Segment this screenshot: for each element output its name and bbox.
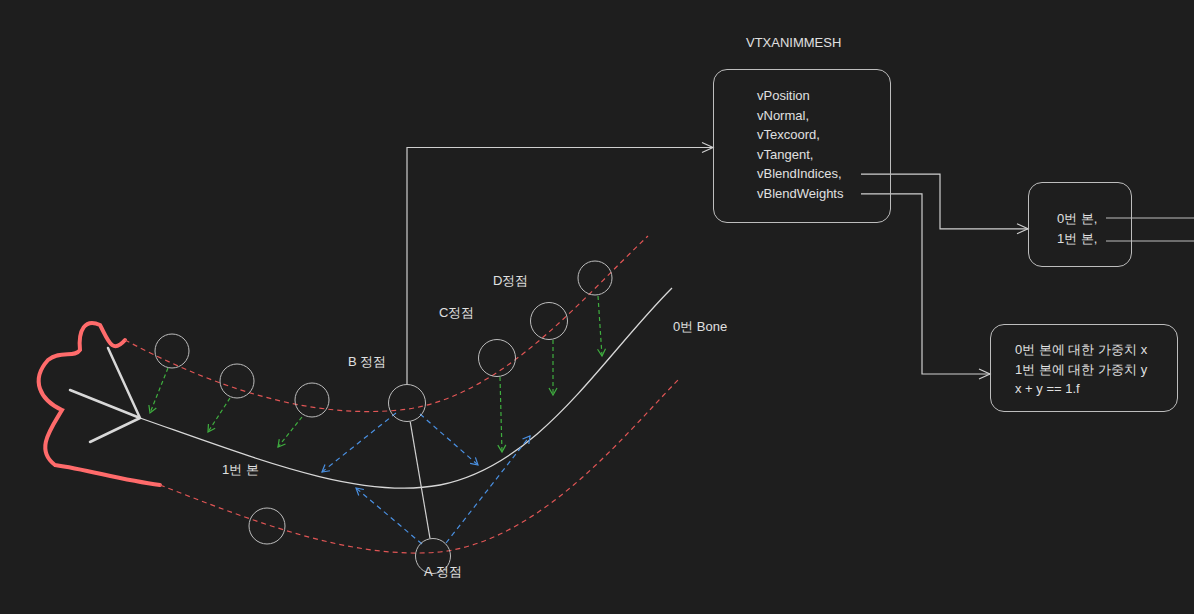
skin-lower xyxy=(160,380,678,553)
outgoing-lines xyxy=(1106,218,1194,241)
vertex-label: C정점 xyxy=(439,304,474,322)
field-text: vTangent, xyxy=(757,145,890,165)
green-arrows xyxy=(150,296,602,452)
field-text: x + y == 1.f xyxy=(1015,379,1177,399)
connector xyxy=(861,174,1028,229)
index-box: 0번 본,1번 본, xyxy=(1028,182,1132,267)
field-text: vTexcoord, xyxy=(757,125,890,145)
vertex-circle: A 정점 xyxy=(415,538,451,574)
bone-label: 0번 Bone xyxy=(673,318,727,336)
vertex-label: B 정점 xyxy=(348,353,386,371)
vertex-circles xyxy=(155,261,612,544)
blue-arrows xyxy=(322,413,530,544)
field-text: 0번 본, xyxy=(1057,209,1131,229)
field-text: vPosition xyxy=(757,86,890,106)
connector xyxy=(407,148,713,385)
bone-label: 1번 본 xyxy=(222,461,259,479)
vertex-circle: B 정점 xyxy=(388,384,426,422)
bone-line xyxy=(140,288,672,488)
field-text: 1번 본, xyxy=(1057,229,1131,249)
connector xyxy=(861,194,990,374)
hand-arrow xyxy=(70,348,140,442)
connector xyxy=(410,422,430,539)
weight-box: 0번 본에 대한 가중치 x1번 본에 대한 가중치 yx + y == 1.f xyxy=(990,324,1178,412)
field-text: vBlendIndices, xyxy=(757,164,890,184)
vertex-circle: C정점 xyxy=(478,339,516,377)
field-text: 1번 본에 대한 가중치 y xyxy=(1015,360,1177,380)
vertex-label: A 정점 xyxy=(424,563,462,581)
hand-outline xyxy=(39,323,160,485)
field-text: 0번 본에 대한 가중치 x xyxy=(1015,340,1177,360)
box-title: VTXANIMMESH xyxy=(746,35,841,50)
skin-upper xyxy=(125,236,648,412)
vertex-label: D정점 xyxy=(493,272,528,290)
vertex-circle: D정점 xyxy=(530,302,568,340)
struct-box: VTXANIMMESHvPositionvNormal,vTexcoord,vT… xyxy=(713,69,891,223)
field-text: vBlendWeights xyxy=(757,184,890,204)
field-text: vNormal, xyxy=(757,106,890,126)
